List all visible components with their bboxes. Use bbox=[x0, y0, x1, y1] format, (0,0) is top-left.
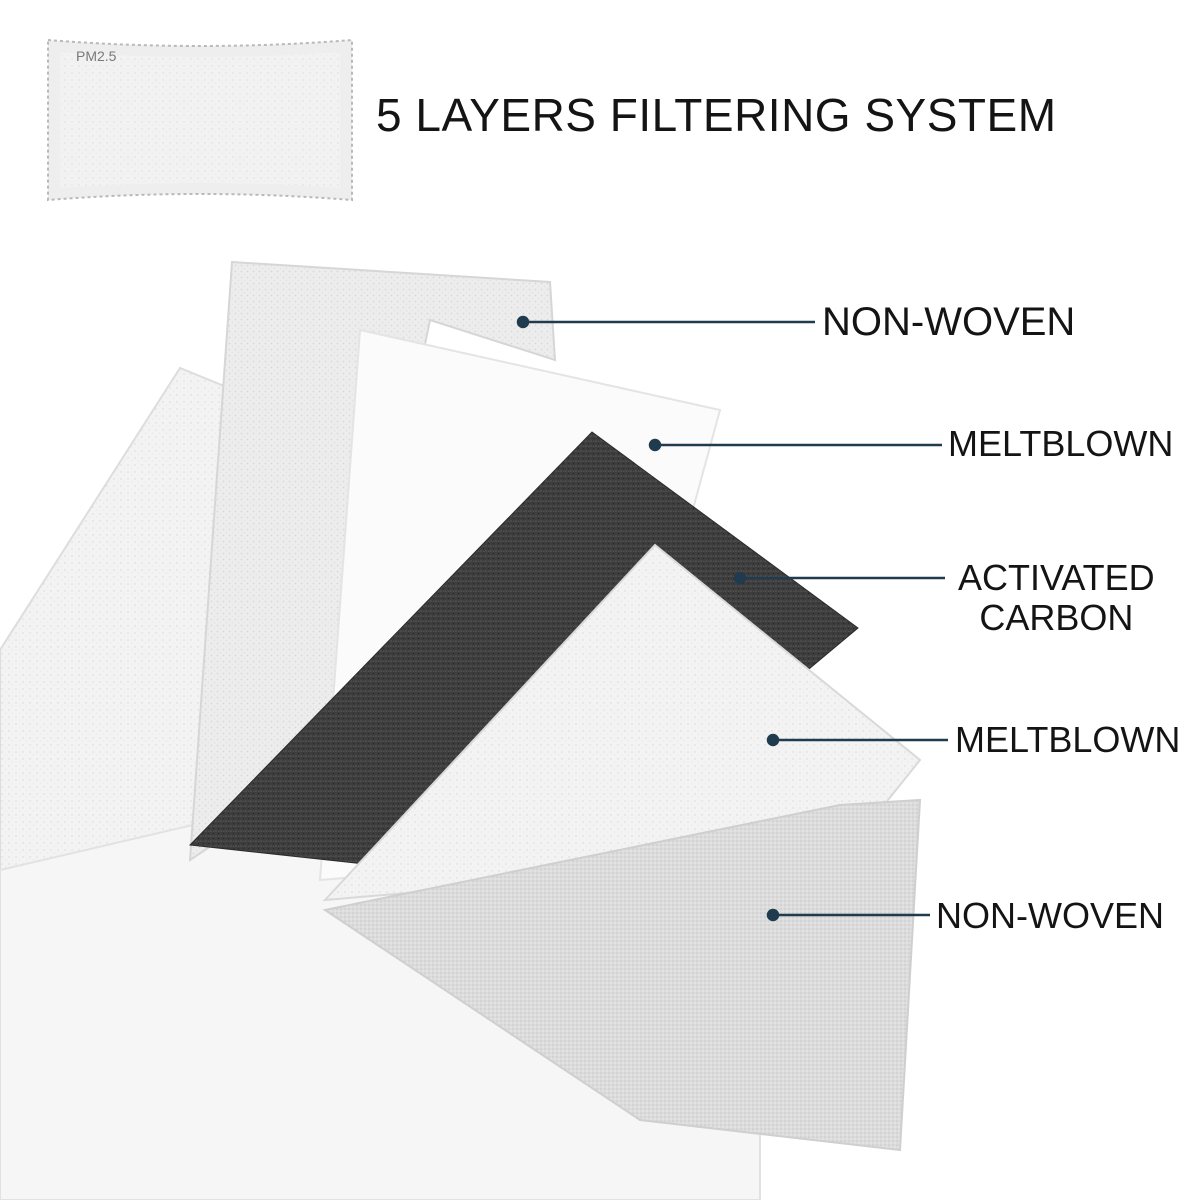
layer-label-2: MELTBLOWN bbox=[948, 423, 1174, 464]
filter-pad-thumbnail bbox=[47, 38, 353, 202]
diagram-title: 5 LAYERS FILTERING SYSTEM bbox=[376, 89, 1057, 141]
layer-label-3: ACTIVATED CARBON bbox=[958, 558, 1155, 637]
layer-label-3-line1: ACTIVATED bbox=[958, 557, 1155, 598]
leader-dot-4 bbox=[766, 733, 780, 747]
leader-lines bbox=[516, 315, 948, 922]
leader-dot-1 bbox=[516, 315, 530, 329]
layer-label-5: NON-WOVEN bbox=[936, 895, 1164, 936]
filter-pad-label: PM2.5 bbox=[76, 48, 117, 64]
layer-5-non-woven bbox=[322, 798, 922, 1152]
leader-dot-5 bbox=[766, 908, 780, 922]
leader-dot-3 bbox=[733, 571, 747, 585]
leader-dot-2 bbox=[648, 438, 662, 452]
layer-label-1: NON-WOVEN bbox=[822, 300, 1076, 344]
layer-label-3-line2: CARBON bbox=[979, 596, 1134, 638]
layer-label-4: MELTBLOWN bbox=[955, 719, 1181, 760]
